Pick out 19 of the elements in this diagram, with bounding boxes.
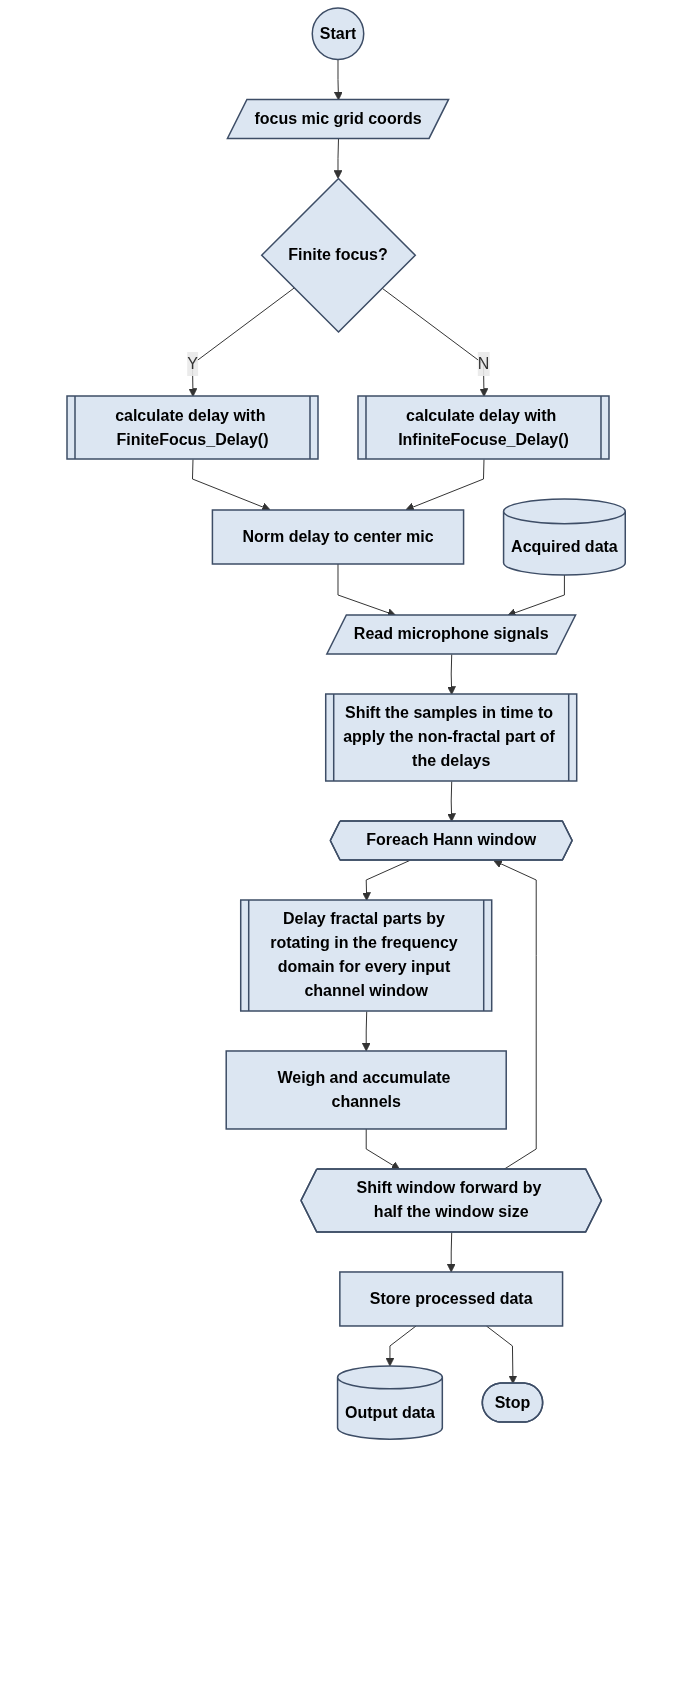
arrow <box>447 781 457 822</box>
arrow <box>333 138 343 179</box>
node-box: Norm delay to center mic <box>212 509 465 565</box>
arrow <box>381 287 489 397</box>
arrow <box>192 459 271 512</box>
arrow <box>385 1325 417 1367</box>
node-box: Store processed data <box>339 1271 564 1327</box>
arrow <box>405 459 485 512</box>
arrow <box>188 287 295 397</box>
arrow <box>493 859 538 1170</box>
node-box: Weigh and accumulate channels <box>225 1050 508 1130</box>
edge-label: N <box>478 355 490 373</box>
arrow <box>486 1325 518 1384</box>
node-diamond: Finite focus? <box>261 177 417 334</box>
arrow <box>366 1128 401 1170</box>
arrow <box>447 1232 456 1273</box>
node-circle: Start <box>311 7 365 61</box>
arrow <box>362 1011 371 1052</box>
edge-label: Y <box>187 355 199 373</box>
